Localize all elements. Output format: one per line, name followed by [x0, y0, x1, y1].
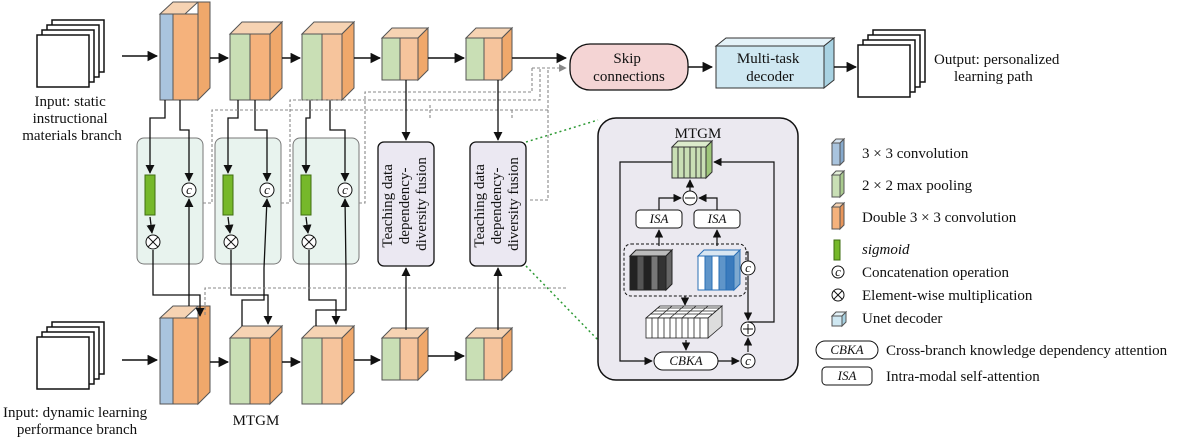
- top-block-2: [228, 20, 284, 102]
- concat-node: [259, 182, 275, 198]
- bottom-block-1: [158, 305, 211, 406]
- dynamic-input-stack: [36, 321, 105, 390]
- svg-text:Intra-modal self-attention: Intra-modal self-attention: [886, 369, 1040, 385]
- svg-text:ISA: ISA: [649, 211, 669, 226]
- bottom-block-3: [300, 324, 356, 406]
- svg-text:c: c: [186, 182, 192, 197]
- skip-connections-box: Skip connections: [569, 43, 689, 91]
- legend-double-conv: Double 3 × 3 convolution: [830, 201, 1017, 231]
- multiply-node: [301, 234, 317, 250]
- top-block-5: [464, 26, 514, 82]
- zoom-lines: [525, 119, 599, 341]
- svg-text:2 × 2 max pooling: 2 × 2 max pooling: [862, 178, 973, 194]
- concat-node: [181, 182, 197, 198]
- svg-text:c: c: [745, 260, 751, 275]
- mtgm-detail-title: MTGM: [675, 126, 722, 142]
- subtract-node: [682, 190, 698, 206]
- svg-text:Unet decoder: Unet decoder: [862, 311, 942, 327]
- top-block-1: [158, 1, 211, 102]
- top-block-3: [300, 20, 356, 102]
- concat-node: [337, 182, 353, 198]
- svg-text:ISA: ISA: [837, 368, 857, 383]
- svg-text:sigmoid: sigmoid: [862, 242, 910, 258]
- fusion-box-1: Teaching data dependency- diversity fusi…: [377, 141, 435, 267]
- svg-text:c: c: [264, 182, 270, 197]
- legend-concat: c Concatenation operation: [831, 264, 1010, 281]
- svg-text:3 × 3 convolution: 3 × 3 convolution: [862, 146, 969, 162]
- legend-sigmoid: sigmoid: [833, 239, 910, 261]
- svg-text:ISA: ISA: [707, 211, 727, 226]
- sigmoid-bar: [300, 174, 312, 216]
- svg-text:Cross-branch knowledge depende: Cross-branch knowledge dependency attent…: [886, 343, 1168, 359]
- top-flow-arrows: [122, 50, 568, 64]
- mtgm-bottom-label: MTGM: [233, 413, 280, 429]
- svg-text:CBKA: CBKA: [669, 353, 702, 368]
- legend: 3 × 3 convolution 2 × 2 max pooling Doub…: [815, 137, 1168, 386]
- skip-dashed-lines: [203, 64, 567, 315]
- sigmoid-bar: [222, 174, 234, 216]
- svg-text:c: c: [835, 264, 841, 279]
- fusion-box-2: Teaching data dependency- diversity fusi…: [469, 141, 527, 267]
- gate-module-1: c: [136, 137, 204, 265]
- svg-text:Double 3 × 3 convolution: Double 3 × 3 convolution: [862, 210, 1017, 226]
- bottom-flow-arrows: [122, 350, 466, 368]
- add-node: [740, 321, 756, 337]
- multiply-node: [145, 234, 161, 250]
- legend-conv3: 3 × 3 convolution: [830, 137, 969, 167]
- static-input-label: Input: static instructional materials br…: [22, 94, 122, 144]
- svg-text:Concatenation operation: Concatenation operation: [862, 265, 1010, 281]
- dynamic-input-label: Input: dynamic learning performance bran…: [3, 405, 151, 438]
- gate-module-2: c: [214, 137, 282, 265]
- isa-box-left: ISA: [635, 209, 683, 229]
- gate-connections: [145, 100, 350, 326]
- multitask-decoder: Multi-task decoder: [714, 36, 836, 90]
- feature-block-dark: [628, 248, 674, 292]
- gate-module-3: c: [292, 137, 360, 265]
- sigmoid-bar: [144, 174, 156, 216]
- svg-text:c: c: [745, 353, 751, 368]
- isa-box-right: ISA: [693, 209, 741, 229]
- output-label: Output: personalized learning path: [934, 52, 1063, 85]
- bottom-block-2: [228, 324, 284, 406]
- fusion-arrows: [401, 80, 503, 330]
- legend-maxpool: 2 × 2 max pooling: [830, 169, 973, 199]
- output-stack: [857, 29, 926, 98]
- svg-text:c: c: [342, 182, 348, 197]
- legend-cbka: CBKA Cross-branch knowledge dependency a…: [815, 340, 1168, 360]
- svg-text:Multi-task decoder: Multi-task decoder: [737, 51, 803, 85]
- mtgm-detail-panel: MTGM ISA ISA: [597, 117, 799, 381]
- multiply-node: [223, 234, 239, 250]
- legend-multiply: Element-wise multiplication: [831, 288, 1033, 304]
- legend-unet: Unet decoder: [830, 310, 942, 328]
- svg-text:Teaching data dependency: Teaching data dependency- diversity fusi…: [472, 157, 522, 251]
- cbka-box: CBKA: [653, 351, 719, 371]
- svg-text:Skip connections: Skip connections: [593, 51, 665, 85]
- grid-feature-block: [644, 305, 724, 339]
- static-input-stack: [36, 19, 105, 88]
- legend-isa: ISA Intra-modal self-attention: [821, 366, 1040, 386]
- feature-block-blue: [696, 248, 742, 292]
- bottom-block-5: [464, 326, 514, 382]
- svg-text:Element-wise multiplication: Element-wise multiplication: [862, 288, 1033, 304]
- mtgm-output-block: [670, 139, 714, 180]
- detail-concat-node-bottom: [740, 353, 756, 369]
- svg-text:CBKA: CBKA: [830, 342, 863, 357]
- top-block-4: [380, 26, 430, 82]
- bottom-block-4: [380, 326, 430, 382]
- svg-text:Teaching data dependency: Teaching data dependency- diversity fusi…: [380, 157, 430, 251]
